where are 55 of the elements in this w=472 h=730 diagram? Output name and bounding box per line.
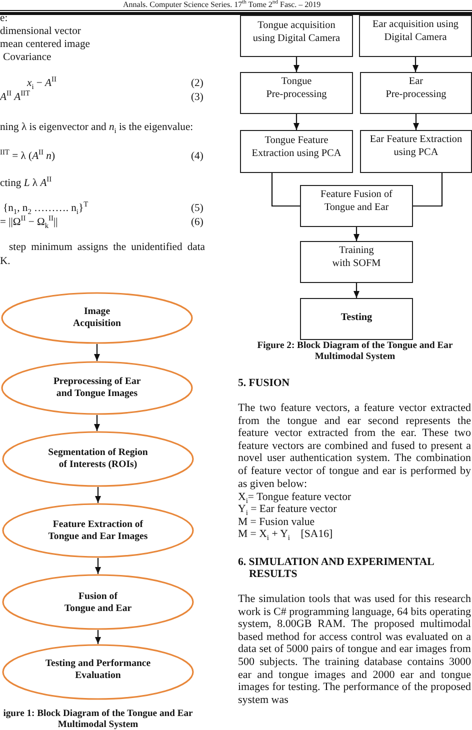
process-box: Ear acquisition using Digital Camera: [359, 15, 472, 57]
figure-caption: igure 1: Block Diagram of the Tongue and Ear Multimodal System: [2, 709, 194, 730]
paragraph: The two feature vectors, a feature vector extracted from the tongue and ear second represents the feature vector extracted from the ear. These two feature vectors are combined and fused to present a novel user authentication system. The combination of feature vector of tongue and ear is performed by as given below:: [238, 402, 471, 490]
equation-number: (4): [191, 151, 204, 163]
equation: x$_{i}$ − A$^{II}$: [27, 78, 56, 90]
equation-number: (5): [191, 203, 204, 215]
body-text: K.: [0, 256, 10, 268]
connector-line: [271, 173, 300, 207]
process-box: Tongue Feature Extraction using PCA: [240, 130, 353, 173]
connector-line: [413, 173, 443, 207]
paragraph: The simulation tools that was used for this research work is C# programming language, 64 bits operating system, 8.00GB RAM. The proposed multimodal based method for access control was evaluated on a data set of 5000 pairs of tongue and ear images from 500 subjects. The training database contains 3000 ear and tongue images and 2000 ear and tongue images for testing. The performance of the proposed system was: [238, 593, 471, 706]
process-box: Feature Fusion of Tongue and Ear: [300, 185, 413, 227]
body-text: mean centered image: [0, 39, 90, 51]
process-ellipse: Preprocessing of Ear and Tongue Images: [1, 361, 193, 415]
section-heading: 6. SIMULATION AND EXPERIMENTAL RESULTS: [238, 556, 435, 581]
process-box: Testing: [300, 298, 413, 340]
process-box: Tongue acquisition using Digital Camera: [240, 15, 353, 57]
arrow: [294, 57, 300, 72]
equation: {n$_{1}$, n$_{2}$ ………. n$_{i}$}$^{T}$: [3, 203, 88, 215]
body-text: e:: [0, 13, 8, 25]
process-box: Tongue Pre-processing: [240, 72, 353, 114]
arrow: [413, 114, 419, 130]
process-ellipse: Image Acquisition: [1, 292, 193, 344]
process-ellipse: Fusion of Tongue and Ear: [2, 574, 194, 630]
arrow: [294, 114, 300, 130]
equation-number: (3): [191, 92, 204, 104]
definition-line: X$_{i}$= Tongue feature vector: [238, 491, 352, 504]
body-text: Covariance: [3, 52, 52, 64]
process-box: Ear Feature Extraction using PCA: [360, 130, 472, 173]
equation: = ||Ω$^{II}$ − Ω$_{k}$$^{II}$||: [0, 217, 58, 229]
process-ellipse: Segmentation of Region of Interests (ROIs): [2, 431, 194, 487]
section-heading: 5. FUSION: [238, 377, 290, 389]
equation-number: (6): [191, 217, 204, 229]
definition-line: Y$_{i}$ = Ear feature vector: [238, 503, 337, 516]
process-box: Ear Pre-processing: [360, 72, 472, 114]
process-box: Training with SOFM: [300, 241, 413, 283]
arrow: [412, 57, 418, 72]
body-text: step minimum assigns the unidentified data: [9, 242, 205, 254]
arrow: [354, 227, 360, 241]
process-ellipse: Feature Extraction of Tongue and Ear Images: [2, 503, 194, 558]
equation: M = X$_{i}$ + Y$_{i}$ [SA16]: [238, 528, 333, 540]
process-ellipse: Testing and Performance Evaluation: [2, 644, 194, 700]
arrow: [94, 415, 100, 431]
body-text: cting L λ A$^{II}$: [0, 178, 52, 190]
arrow: [95, 487, 101, 503]
body-text: dimensional vector: [0, 26, 81, 38]
arrow: [94, 344, 100, 361]
arrow: [354, 283, 360, 298]
figure-caption: Figure 2: Block Diagram of the Tongue and Ear Multimodal System: [256, 341, 454, 362]
arrow: [95, 630, 101, 644]
equation: $^{IIT}$ = λ (A$^{II}$ n): [0, 151, 55, 163]
equation-number: (2): [191, 78, 204, 90]
body-text: ning λ is eigenvector and n$_{i}$ is the eigenvalue:: [0, 122, 194, 134]
definition-line: M = Fusion value: [238, 516, 315, 528]
arrow: [95, 558, 101, 574]
